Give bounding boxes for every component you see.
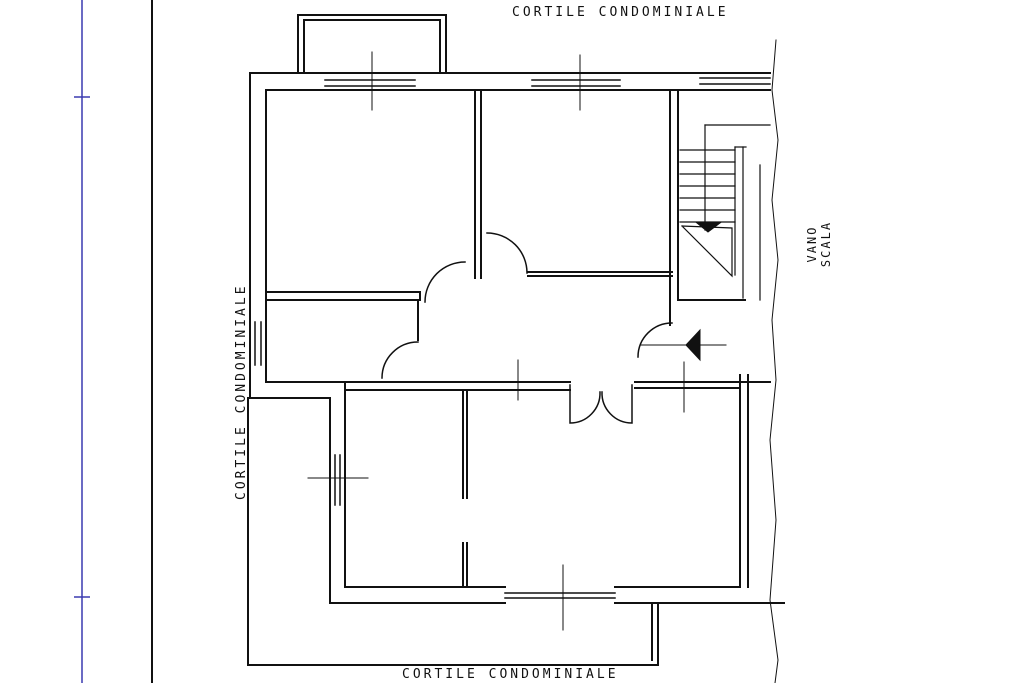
stair-arrow-icon [695, 222, 722, 233]
balcony-top [297, 14, 447, 74]
courtyard-label-left: CORTILE CONDOMINIALE [234, 283, 249, 500]
interior-walls [265, 89, 771, 588]
entrance-arrow-icon [685, 328, 701, 362]
stairwell-label: VANO SCALA [805, 221, 833, 267]
stairwell-label-line2: SCALA [819, 220, 834, 268]
door-swings [381, 232, 673, 424]
courtyard-label-bottom: CORTILE CONDOMINIALE [402, 667, 619, 682]
lot-boundary [769, 39, 779, 683]
stairwell-label-line1: VANO [805, 225, 820, 263]
margin-frame [74, 0, 90, 683]
staircase [679, 124, 771, 301]
exterior-walls [247, 72, 785, 666]
guide-lines [307, 51, 727, 631]
windows [254, 77, 771, 599]
courtyard-label-top: CORTILE CONDOMINIALE [512, 5, 729, 20]
